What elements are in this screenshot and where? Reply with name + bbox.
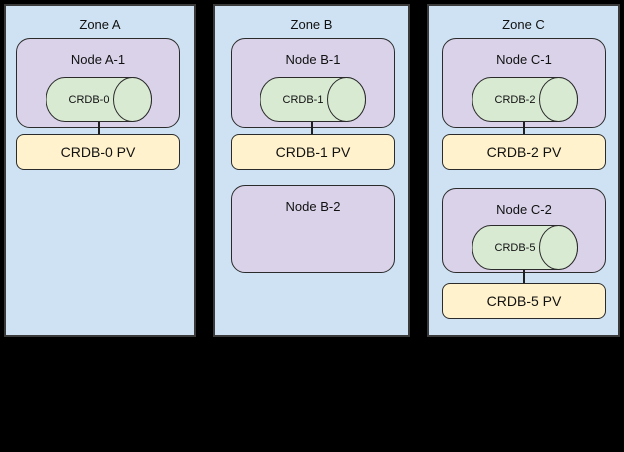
cylinder-shape-icon [472,225,578,270]
connector-crdb-1-to-pv [311,122,313,134]
crdb-1-pod-label: CRDB-1 [282,93,324,106]
crdb-0-pod-label: CRDB-0 [68,93,110,106]
zone-a: Zone A Node A-1 CRDB-0 CRDB-0 PV [4,4,196,337]
crdb-1-pod-cylinder: CRDB-1 [260,77,366,122]
crdb-0-pv: CRDB-0 PV [16,134,180,170]
crdb-2-pod-cylinder: CRDB-2 [472,77,578,122]
node-a-1-title: Node A-1 [70,52,126,67]
zone-c: Zone C Node C-1 CRDB-2 CRDB-2 PV Node C-… [427,4,620,337]
crdb-2-pv: CRDB-2 PV [442,134,606,170]
crdb-0-pv-label: CRDB-0 PV [60,144,136,160]
node-b-1-title: Node B-1 [285,52,341,67]
connector-crdb-5-to-pv [523,270,525,283]
zone-b: Zone B Node B-1 CRDB-1 CRDB-1 PV Node B-… [213,4,410,337]
crdb-5-pod-cylinder: CRDB-5 [472,225,578,270]
cylinder-shape-icon [46,77,152,122]
node-c-1-title: Node C-1 [496,52,552,67]
crdb-5-pv-label: CRDB-5 PV [486,293,562,309]
node-c-2-title: Node C-2 [496,202,552,217]
crdb-2-pod-label: CRDB-2 [494,93,536,106]
crdb-5-pv: CRDB-5 PV [442,283,606,319]
zone-a-title: Zone A [79,17,121,32]
node-b-2: Node B-2 [231,185,395,273]
crdb-1-pv-label: CRDB-1 PV [275,144,351,160]
crdb-2-pv-label: CRDB-2 PV [486,144,562,160]
cylinder-shape-icon [472,77,578,122]
zone-c-title: Zone C [502,17,545,32]
node-b-1: Node B-1 CRDB-1 [231,38,395,128]
crdb-5-pod-label: CRDB-5 [494,241,536,254]
crdb-1-pv: CRDB-1 PV [231,134,395,170]
node-a-1: Node A-1 CRDB-0 [16,38,180,128]
cylinder-shape-icon [260,77,366,122]
node-c-1: Node C-1 CRDB-2 [442,38,606,128]
node-b-2-title: Node B-2 [285,199,341,214]
crdb-0-pod-cylinder: CRDB-0 [46,77,152,122]
node-c-2: Node C-2 CRDB-5 [442,188,606,273]
connector-crdb-0-to-pv [98,122,100,134]
connector-crdb-2-to-pv [523,122,525,134]
zone-b-title: Zone B [290,17,333,32]
